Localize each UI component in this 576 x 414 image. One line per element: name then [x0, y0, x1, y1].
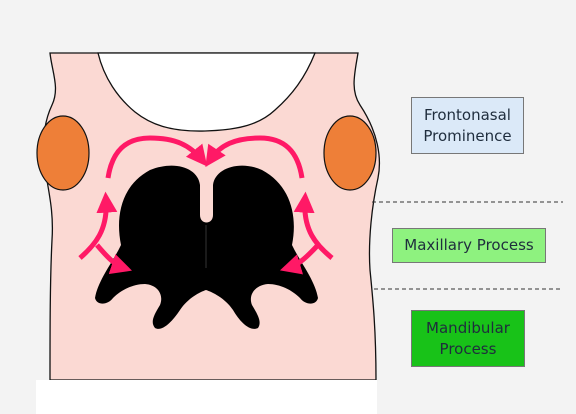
- mandibular-label-line2: Process: [439, 339, 497, 358]
- top-opening: [97, 52, 316, 132]
- arrow-left-lower: [95, 243, 132, 274]
- arrow-upper-left: [105, 135, 208, 179]
- mandibular-label-line1: Mandibular: [426, 318, 510, 337]
- arrow-left-side: [78, 191, 118, 260]
- right-eye: [323, 115, 377, 191]
- frontonasal-prominence-label: Frontonasal Prominence: [411, 97, 524, 154]
- base-bar: [36, 380, 377, 414]
- maxillary-process-label: Maxillary Process: [392, 228, 546, 263]
- mandibular-process-label: Mandibular Process: [411, 310, 525, 367]
- arrow-right-side: [293, 191, 334, 260]
- arrow-upper-right: [205, 135, 305, 179]
- arrow-right-lower: [279, 243, 320, 275]
- frontonasal-label-line2: Prominence: [423, 126, 512, 145]
- left-eye: [36, 115, 90, 191]
- maxillary-label-text: Maxillary Process: [404, 236, 534, 254]
- frontonasal-label-line1: Frontonasal: [423, 105, 511, 124]
